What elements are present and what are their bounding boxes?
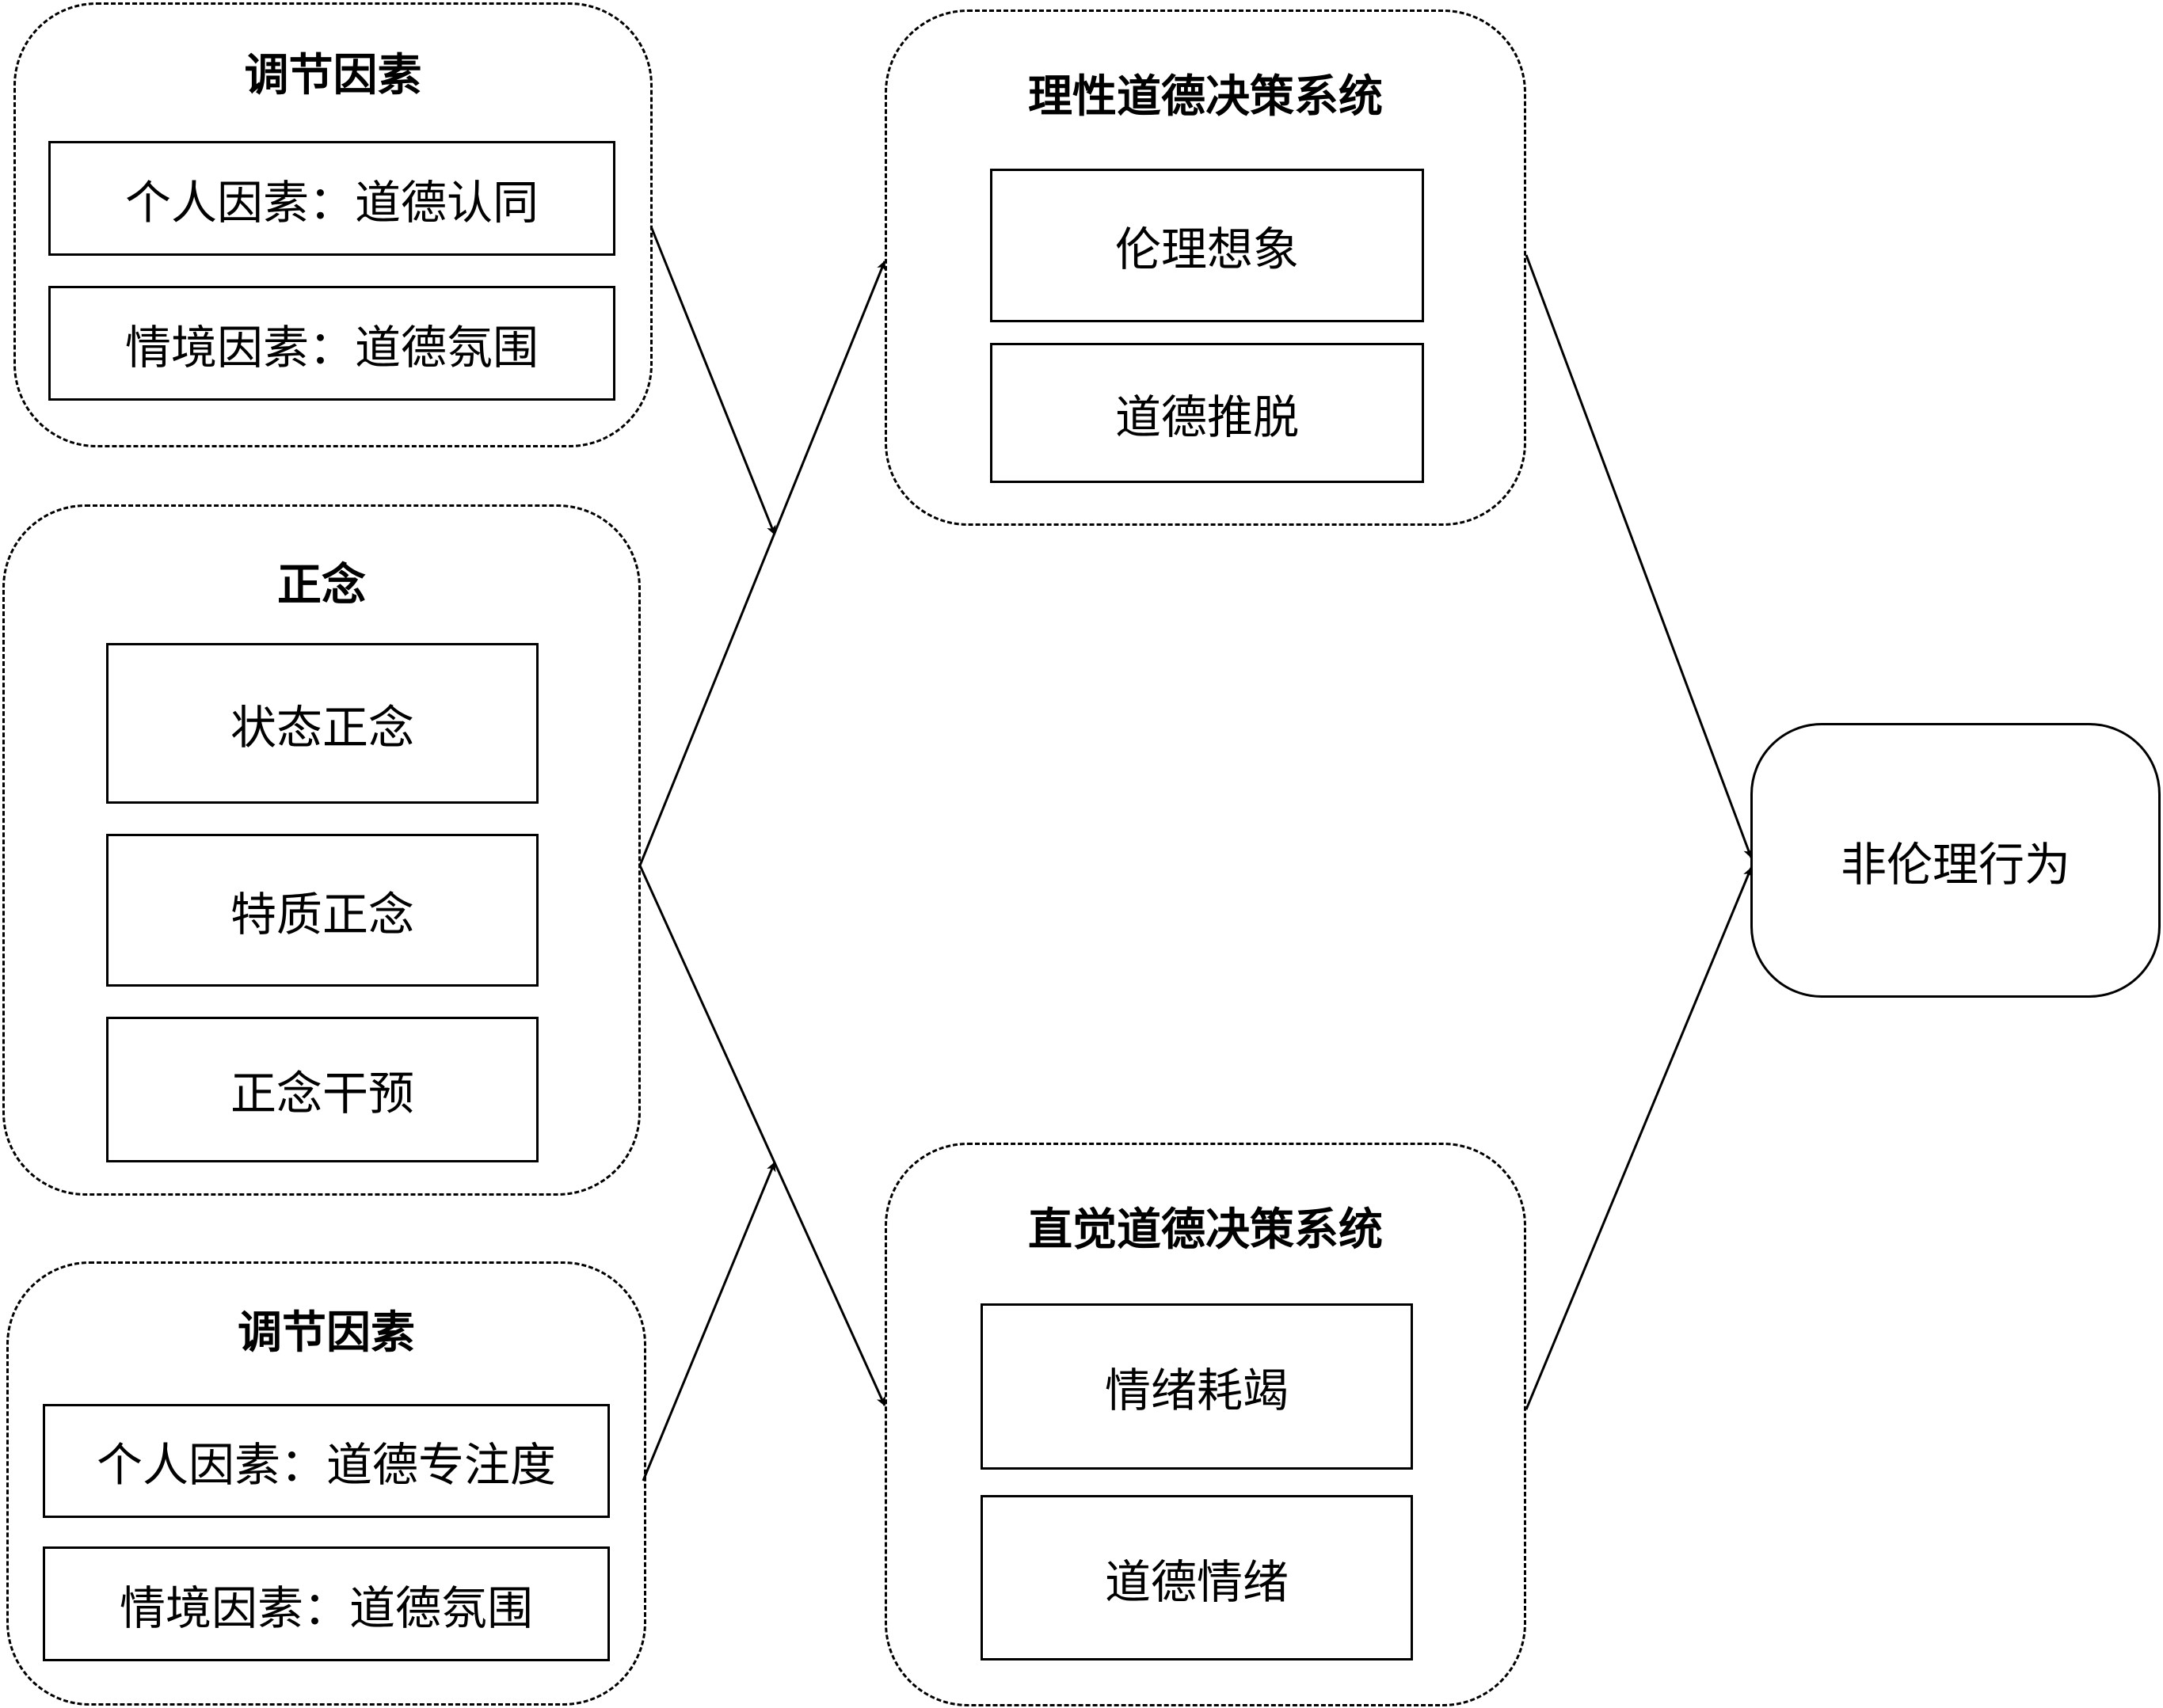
intuitive-system-group: 直觉道德决策系统 情绪耗竭 道德情绪 xyxy=(885,1143,1526,1706)
moderator-climate-box: 情境因素：道德氛围 xyxy=(43,1546,610,1661)
mindfulness-group: 正念 状态正念 特质正念 正念干预 xyxy=(2,504,641,1196)
moderators-top-group: 调节因素 个人因素：道德认同 情境因素：道德氛围 xyxy=(13,2,653,447)
moderators-bottom-title: 调节因素 xyxy=(238,1307,415,1359)
mindfulness-intervention-box: 正念干预 xyxy=(106,1017,539,1162)
arrow-moderator-top xyxy=(649,226,776,535)
ethical-imagination-box: 伦理想象 xyxy=(990,169,1424,322)
moral-disengagement-box: 道德推脱 xyxy=(990,343,1424,483)
mindfulness-title: 正念 xyxy=(277,560,366,611)
arrow-rational-to-outcome xyxy=(1525,254,1753,858)
moderators-top-title: 调节因素 xyxy=(244,50,422,101)
moral-emotion-box: 道德情绪 xyxy=(981,1495,1413,1660)
moderator-personal-box: 个人因素：道德认同 xyxy=(48,141,615,256)
emotional-exhaustion-box: 情绪耗竭 xyxy=(981,1303,1413,1470)
intuitive-system-title: 直觉道德决策系统 xyxy=(1028,1204,1383,1256)
arrow-moderator-bottom xyxy=(642,1162,776,1482)
arrow-mindfulness-to-rational xyxy=(638,261,886,866)
rational-system-title: 理性道德决策系统 xyxy=(1028,71,1383,123)
trait-mindfulness-box: 特质正念 xyxy=(106,834,539,987)
moderator-situational-box: 情境因素：道德氛围 xyxy=(48,286,615,401)
unethical-behavior-box: 非伦理行为 xyxy=(1750,723,2161,998)
moderators-bottom-group: 调节因素 个人因素：道德专注度 情境因素：道德氛围 xyxy=(6,1261,646,1706)
moderator-focus-box: 个人因素：道德专注度 xyxy=(43,1404,610,1518)
arrow-intuitive-to-outcome xyxy=(1525,867,1753,1410)
rational-system-group: 理性道德决策系统 伦理想象 道德推脱 xyxy=(885,10,1526,526)
arrow-mindfulness-to-intuitive xyxy=(638,865,886,1406)
state-mindfulness-box: 状态正念 xyxy=(106,643,539,804)
